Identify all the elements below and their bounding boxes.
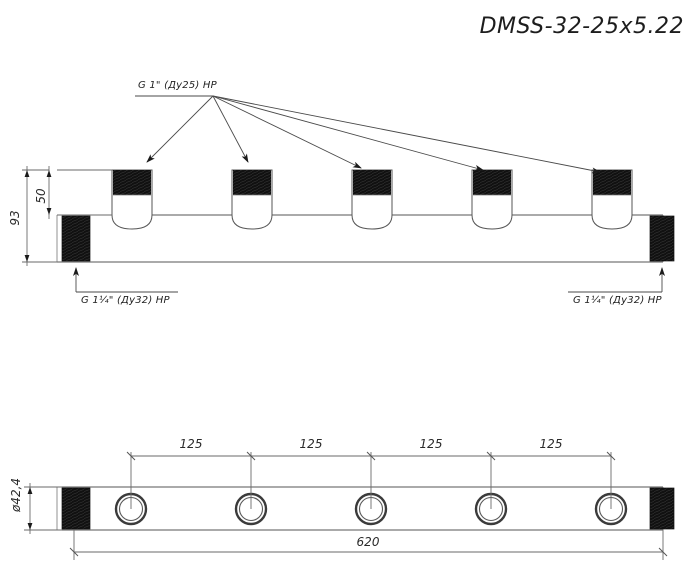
branch-outlet-4 <box>471 169 513 230</box>
dimension-value-125-3: 125 <box>420 437 443 451</box>
branch-label-leaders <box>135 95 601 174</box>
plan-outlet-thread-right <box>649 487 675 530</box>
inlet-label-leader <box>73 267 178 293</box>
dimension-overall-height: 93 <box>8 166 57 266</box>
branch-outlet-2 <box>231 169 273 230</box>
dimension-value-125-1: 125 <box>180 437 203 451</box>
dimension-branch-height: 50 <box>34 166 112 219</box>
top-plan-view: 125 125 125 125 ø42,4 620 <box>9 437 675 560</box>
outlet-thread-right <box>649 215 675 262</box>
dimension-value-620: 620 <box>357 535 380 549</box>
branch-outlet-5 <box>591 169 633 230</box>
dimension-chain-spacing: 125 125 125 125 <box>126 437 616 461</box>
dimension-value-125-4: 125 <box>540 437 563 451</box>
dimension-overall-length: 620 <box>69 530 668 560</box>
drawing-title: DMSS-32-25x5.22 <box>480 14 684 39</box>
plan-extension-lines <box>130 452 612 509</box>
dimension-value-125-2: 125 <box>300 437 323 451</box>
dimension-value-diameter: ø42,4 <box>9 478 23 513</box>
branch-outlet-1 <box>111 169 153 230</box>
dimension-value-50: 50 <box>34 188 48 204</box>
outlet-port-label: G 1¼" (Ду32) HP <box>573 294 663 306</box>
outlet-label-leader <box>568 267 665 293</box>
inlet-port-label: G 1¼" (Ду32) HP <box>81 294 171 306</box>
front-elevation-view: G 1" (Ду25) HP G 1¼" (Ду32) HP G 1¼" (Ду… <box>8 80 675 306</box>
branch-port-label: G 1" (Ду25) HP <box>138 80 218 91</box>
inlet-thread-left <box>61 215 91 262</box>
dimension-pipe-diameter: ø42,4 <box>9 478 62 534</box>
dimension-value-93: 93 <box>8 210 22 225</box>
plan-inlet-thread-left <box>61 487 91 530</box>
branch-outlet-3 <box>351 169 393 230</box>
